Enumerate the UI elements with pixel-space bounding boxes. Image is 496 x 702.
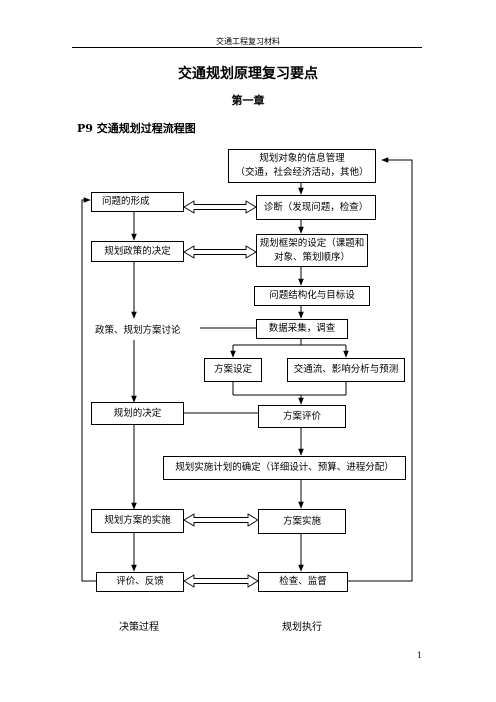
problem-formation-box: 问题的形成 — [91, 192, 184, 212]
plan-implementation-box: 规划方案的实施 — [91, 509, 184, 533]
double-arrow-feedback-inspection — [183, 574, 259, 588]
feedback-loop-right — [348, 157, 413, 582]
framework-line-2: 对象、策划顺序） — [273, 251, 350, 263]
info-management-box: 规划对象的信息管理 （交通，社会经济活动，其他） — [228, 149, 376, 183]
running-header: 交通工程复习材料 — [216, 37, 280, 46]
policy-decision-box: 规划政策的决定 — [91, 241, 184, 262]
double-arrow-implementation — [183, 513, 259, 527]
document-title: 交通规划原理复习要点 — [178, 66, 318, 82]
traffic-analysis-box: 交通流、影响分析与预测 — [287, 358, 405, 382]
framework-line-1: 规划框架的设定（课题和 — [259, 237, 365, 249]
decision-process-label: 决策过程 — [119, 622, 159, 633]
info-line-2: （交通，社会经济活动，其他） — [235, 167, 369, 178]
evaluation-feedback-box: 评价、反馈 — [96, 572, 184, 592]
chapter-heading: 第一章 — [231, 94, 265, 107]
info-line-1: 规划对象的信息管理 — [259, 153, 345, 164]
implementation-plan-box: 规划实施计划的确定（详细设计、预算、进程分配） — [163, 456, 406, 480]
scheme-implementation-box: 方案实施 — [258, 509, 346, 534]
framework-box: 规划框架的设定（课题和对象、策划顺序） — [256, 234, 368, 267]
plan-decision-box: 规划的决定 — [91, 402, 184, 425]
diagnosis-box: 诊断（发现问题，检查） — [256, 195, 376, 220]
scheme-setting-box: 方案设定 — [204, 358, 262, 382]
double-arrow-policy-framework — [183, 245, 257, 259]
policy-discussion-label: 政策、规划方案讨论 — [95, 325, 181, 336]
plan-execution-label: 规划执行 — [282, 622, 322, 633]
feedback-loop-left — [81, 197, 96, 582]
header-rule — [72, 47, 422, 48]
scheme-evaluation-box: 方案评价 — [258, 405, 346, 428]
data-collection-box: 数据采集，调查 — [256, 319, 348, 339]
double-arrow-problem-diagnosis — [183, 200, 257, 214]
section-heading: P9 交通规划过程流程图 — [77, 122, 196, 135]
inspection-box: 检查、监督 — [258, 572, 348, 592]
problem-structuring-box: 问题结构化与目标设 — [254, 286, 370, 306]
page-number: 1 — [416, 651, 422, 660]
